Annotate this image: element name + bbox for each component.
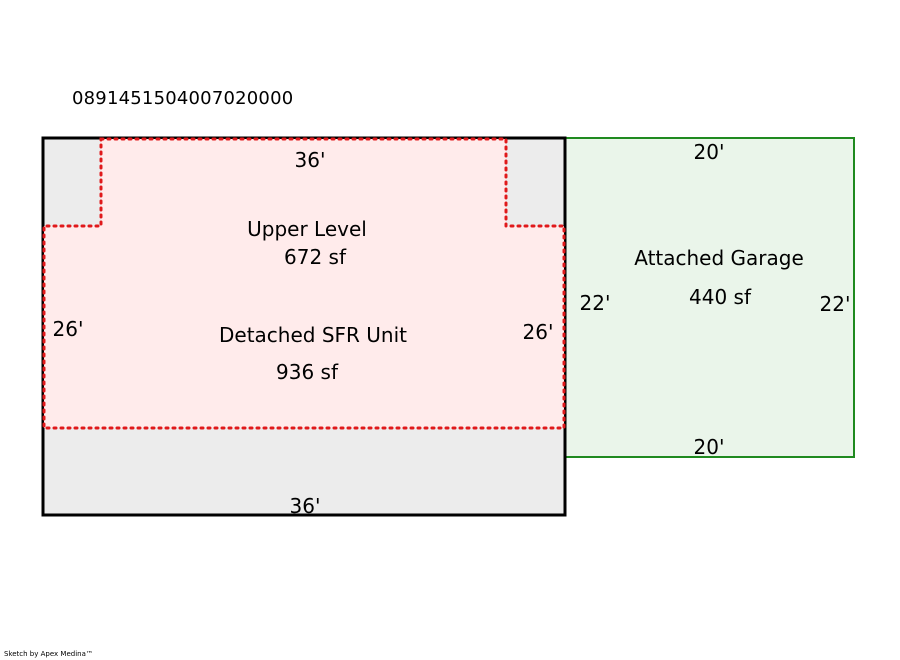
garage-dim-right: 22' [819, 292, 851, 316]
garage-outline [564, 137, 855, 458]
main-dim-top: 36' [294, 148, 326, 172]
main-dim-left: 26' [52, 317, 84, 341]
main-unit-area: 936 sf [276, 360, 338, 384]
upper-level-name: Upper Level [247, 217, 367, 241]
sketch-credit: Sketch by Apex Medina™ [4, 650, 93, 658]
main-unit-name: Detached SFR Unit [219, 323, 407, 347]
garage-dim-bottom: 20' [693, 435, 725, 459]
main-dim-right: 26' [522, 320, 554, 344]
garage-dim-top: 20' [693, 140, 725, 164]
garage-dim-left: 22' [579, 291, 611, 315]
garage-area: 440 sf [689, 285, 751, 309]
upper-level-outline [42, 137, 566, 430]
upper-level-area: 672 sf [284, 245, 346, 269]
main-dim-bottom: 36' [289, 494, 321, 518]
garage-name: Attached Garage [634, 246, 804, 270]
parcel-id: 0891451504007020000 [72, 88, 294, 109]
